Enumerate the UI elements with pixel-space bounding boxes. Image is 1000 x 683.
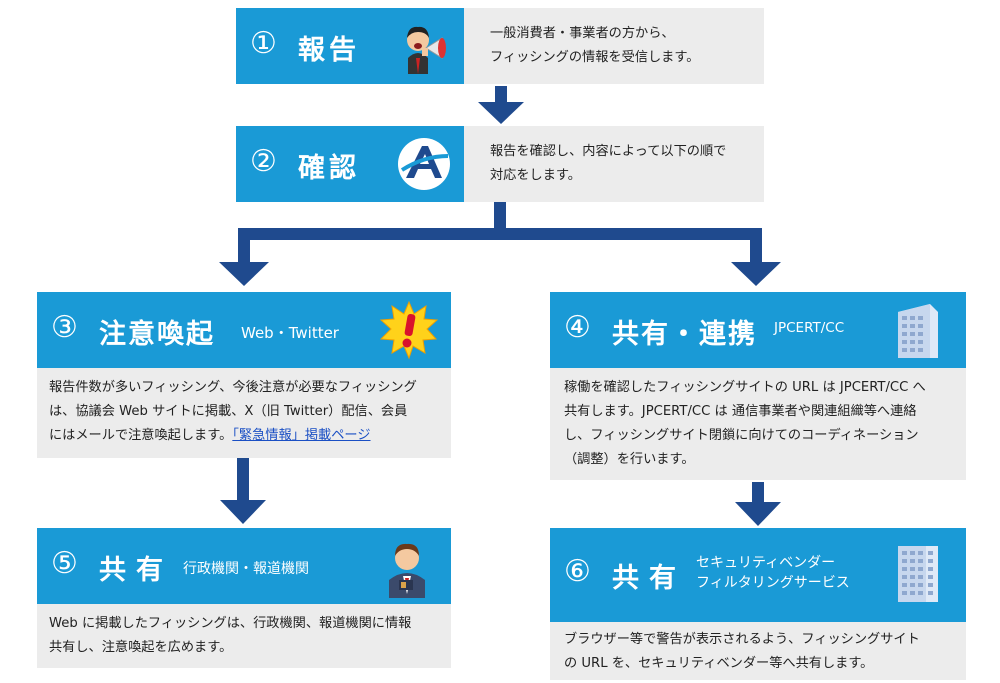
step3-line: は、協議会 Web サイトに掲載、X（旧 Twitter）配信、会員 — [49, 404, 408, 419]
step5-description: Web に掲載したフィッシングは、行政機関、報道機関に情報 共有し、注意喚起を広… — [37, 604, 451, 668]
emergency-info-link[interactable]: 「緊急情報」掲載ページ — [232, 428, 371, 443]
step6-number: ⑥ — [564, 554, 591, 589]
step1-header: ① 報告 — [236, 8, 464, 84]
step4-line: （調整）を行います。 — [564, 452, 695, 467]
step3-line: 報告件数が多いフィッシング、今後注意が必要なフィッシング — [49, 380, 417, 395]
step2-title: 確認 — [298, 153, 360, 184]
step6-subtitle-line2: フィルタリングサービス — [696, 575, 850, 591]
step1-line: 一般消費者・事業者の方から、 — [490, 26, 675, 41]
step5-line: 共有し、注意喚起を広めます。 — [49, 640, 233, 655]
step4-line: し、フィッシングサイト閉鎖に向けてのコーディネーション — [564, 428, 919, 443]
step4-line: 稼働を確認したフィッシングサイトの URL は JPCERT/CC へ — [564, 380, 926, 395]
step1-number: ① — [250, 26, 277, 61]
step1-line: フィッシングの情報を受信します。 — [490, 50, 700, 65]
arrow-down-4-6 — [735, 482, 781, 526]
step6-description: ブラウザー等で警告が表示されるよう、フィッシングサイト の URL を、セキュリ… — [550, 622, 966, 680]
step3-subtitle: Web・Twitter — [241, 324, 339, 342]
step5-number: ⑤ — [51, 546, 78, 581]
step5-header: ⑤ 共有 行政機関・報道機関 — [37, 528, 451, 604]
step3-header: ③ 注意喚起 Web・Twitter — [37, 292, 451, 368]
step3-description: 報告件数が多いフィッシング、今後注意が必要なフィッシング は、協議会 Web サ… — [37, 368, 451, 458]
step3-line: にはメールで注意喚起します。 — [49, 428, 233, 443]
step2-line: 対応をします。 — [490, 168, 581, 183]
branch-connector — [219, 202, 781, 286]
step6-header: ⑥ 共有 セキュリティベンダー フィルタリングサービス — [550, 528, 966, 622]
step3-number: ③ — [51, 310, 78, 345]
step5-line: Web に掲載したフィッシングは、行政機関、報道機関に情報 — [49, 616, 412, 631]
step2-number: ② — [250, 144, 277, 179]
office-building-icon — [898, 304, 938, 358]
step5-title: 共有 — [99, 555, 173, 586]
exclamation-burst-icon — [379, 300, 439, 360]
office-building-icon — [898, 546, 938, 602]
businessman-icon — [389, 543, 425, 598]
step2-header: ② 確認 — [236, 126, 464, 202]
step4-number: ④ — [564, 310, 591, 345]
step4-title: 共有・連携 — [612, 319, 757, 350]
arrow-down-1-2 — [478, 86, 524, 124]
step6-subtitle-line1: セキュリティベンダー — [696, 555, 836, 571]
step4-header: ④ 共有・連携 JPCERT/CC — [550, 292, 966, 368]
antiphishing-logo-icon — [398, 138, 450, 190]
step6-line: ブラウザー等で警告が表示されるよう、フィッシングサイト — [564, 632, 920, 647]
step3-title: 注意喚起 — [99, 319, 215, 350]
step4-line: 共有します。JPCERT/CC は 通信事業者や関連組織等へ連絡 — [564, 404, 917, 419]
step6-line: の URL を、セキュリティベンダー等へ共有します。 — [564, 656, 874, 671]
step6-title: 共有 — [612, 563, 686, 594]
megaphone-person-icon — [407, 26, 446, 74]
step5-subtitle: 行政機関・報道機関 — [183, 561, 309, 577]
step1-title: 報告 — [298, 35, 360, 66]
arrow-down-3-5 — [220, 458, 266, 524]
step2-description: 報告を確認し、内容によって以下の順で 対応をします。 — [464, 126, 764, 202]
step4-subtitle: JPCERT/CC — [774, 320, 845, 336]
step1-description: 一般消費者・事業者の方から、 フィッシングの情報を受信します。 — [464, 8, 764, 84]
step2-line: 報告を確認し、内容によって以下の順で — [490, 144, 727, 159]
step4-description: 稼働を確認したフィッシングサイトの URL は JPCERT/CC へ 共有しま… — [550, 368, 966, 480]
